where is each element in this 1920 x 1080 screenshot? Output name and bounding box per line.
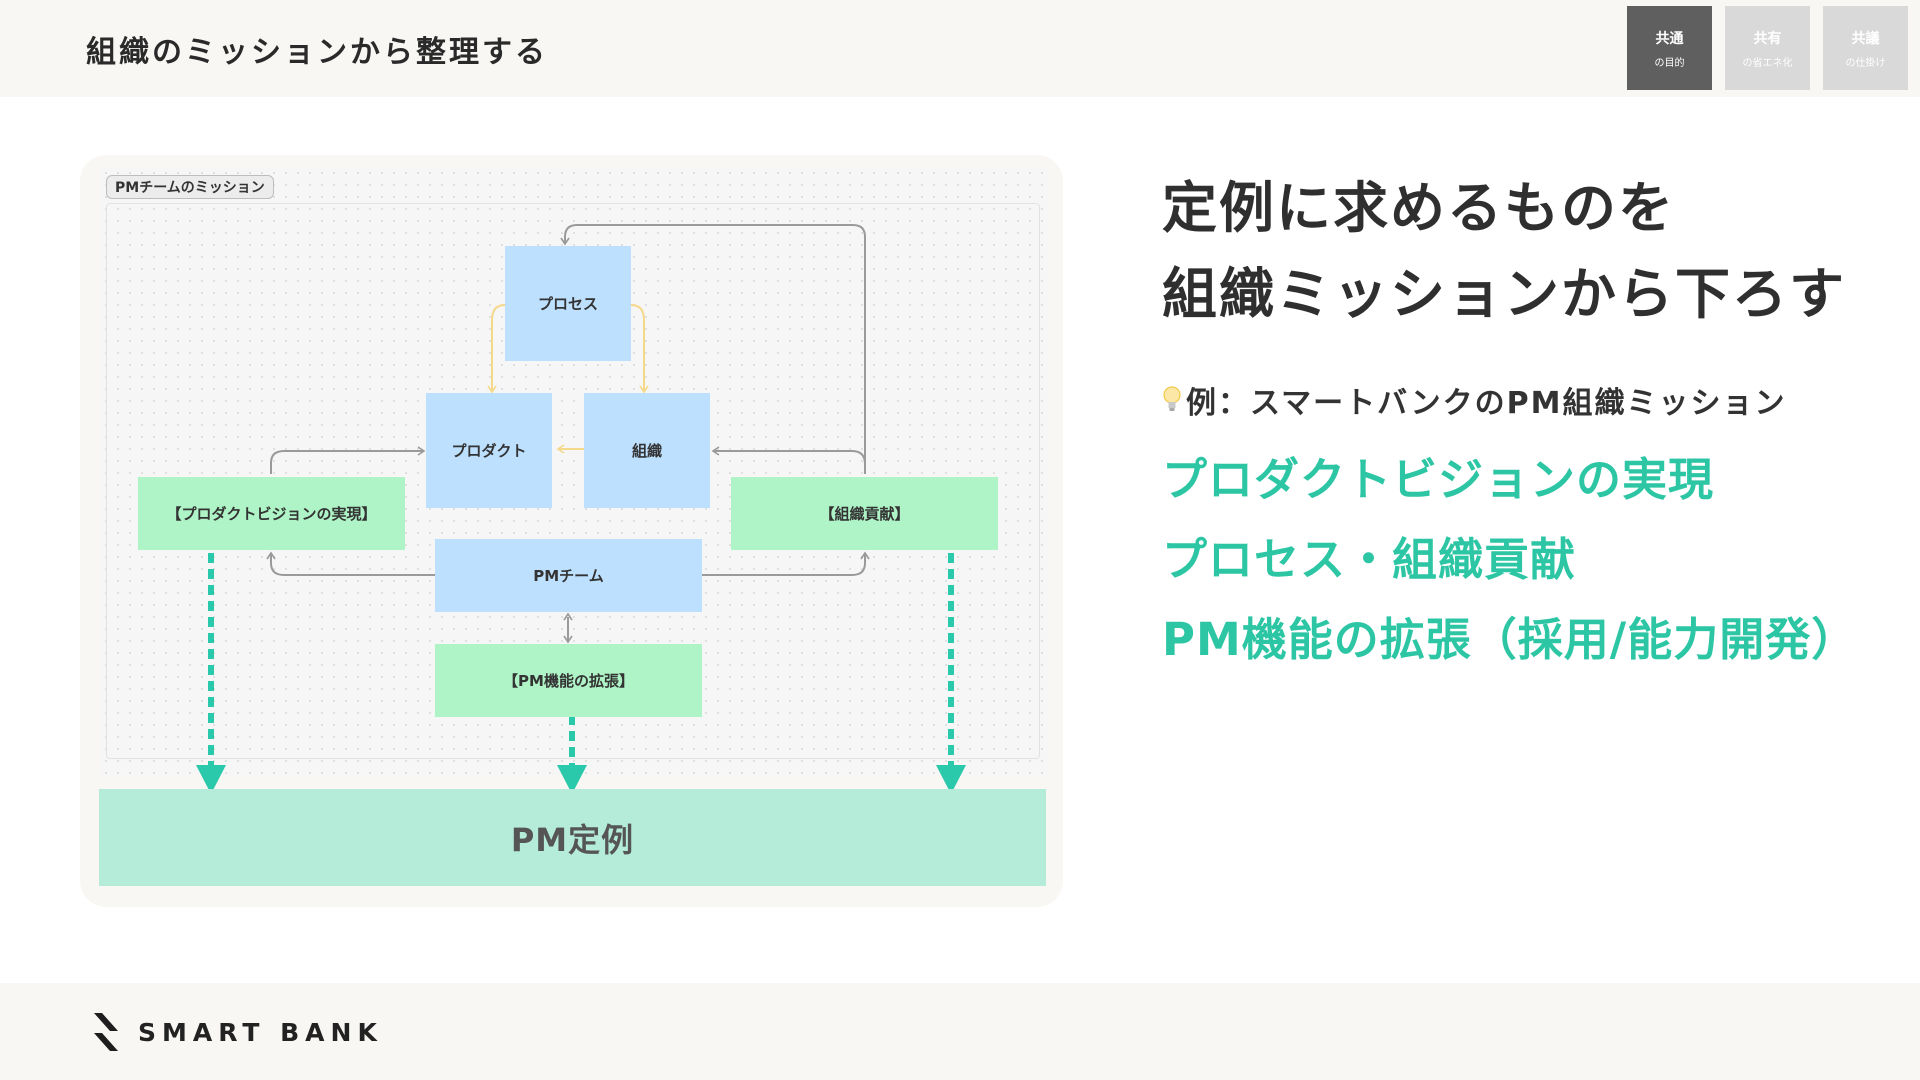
tab-label: 共通 [1655,30,1684,47]
mission-item: PM機能の拡張（採用/能力開発） [1162,613,1858,666]
example-text: 例：スマートバンクのPM組織ミッション [1186,386,1787,421]
header: 組織のミッションから整理する 共通 の目的 共有 の省エネ化 共議 の仕掛け [0,0,1920,97]
heading-line-2: 組織ミッションから下ろす [1162,262,1847,326]
pm-meeting-label: PM定例 [510,820,635,859]
tab-label: 共議 [1851,30,1880,47]
node-product: プロダクト [426,393,552,508]
tab-discussion-mechanism[interactable]: 共議 の仕掛け [1823,6,1908,90]
tab-sublabel: の省エネ化 [1742,57,1793,69]
node-product-vision: 【プロダクトビジョンの実現】 [138,477,405,550]
mission-list: プロダクトビジョンの実現 プロセス・組織貢献 PM機能の拡張（採用/能力開発） [1162,440,1857,680]
diagram-panel: PMチームのミッション [80,155,1063,907]
mission-tag: PMチームのミッション [106,175,274,199]
footer: SMART BANK [0,983,1920,1080]
smartbank-logo-icon [94,1013,118,1051]
tab-sublabel: の目的 [1654,57,1685,69]
logo: SMART BANK [90,1011,383,1053]
node-process: プロセス [505,246,631,361]
mission-item: プロセス・組織貢献 [1162,533,1577,586]
node-pm-expansion: 【PM機能の拡張】 [435,644,702,717]
node-org-contribution: 【組織貢献】 [731,477,998,550]
example-caption: 例：スマートバンクのPM組織ミッション [1162,378,1786,422]
main-heading: 定例に求めるものを 組織ミッションから下ろす [1162,165,1846,337]
heading-line-1: 定例に求めるものを [1162,176,1676,240]
logo-text: SMART BANK [138,1017,383,1047]
section-tabs: 共通 の目的 共有 の省エネ化 共議 の仕掛け [1627,6,1908,90]
node-organization: 組織 [584,393,710,508]
node-pm-team: PMチーム [435,539,702,612]
tab-label: 共有 [1753,30,1782,47]
tab-common-purpose[interactable]: 共通 の目的 [1627,6,1712,90]
tab-sharing-efficiency[interactable]: 共有 の省エネ化 [1725,6,1810,90]
page-title: 組織のミッションから整理する [86,35,548,70]
lightbulb-icon [1162,383,1182,417]
pm-meeting-bar: PM定例 [99,789,1046,886]
tab-sublabel: の仕掛け [1845,57,1886,69]
mission-item: プロダクトビジョンの実現 [1162,453,1715,506]
